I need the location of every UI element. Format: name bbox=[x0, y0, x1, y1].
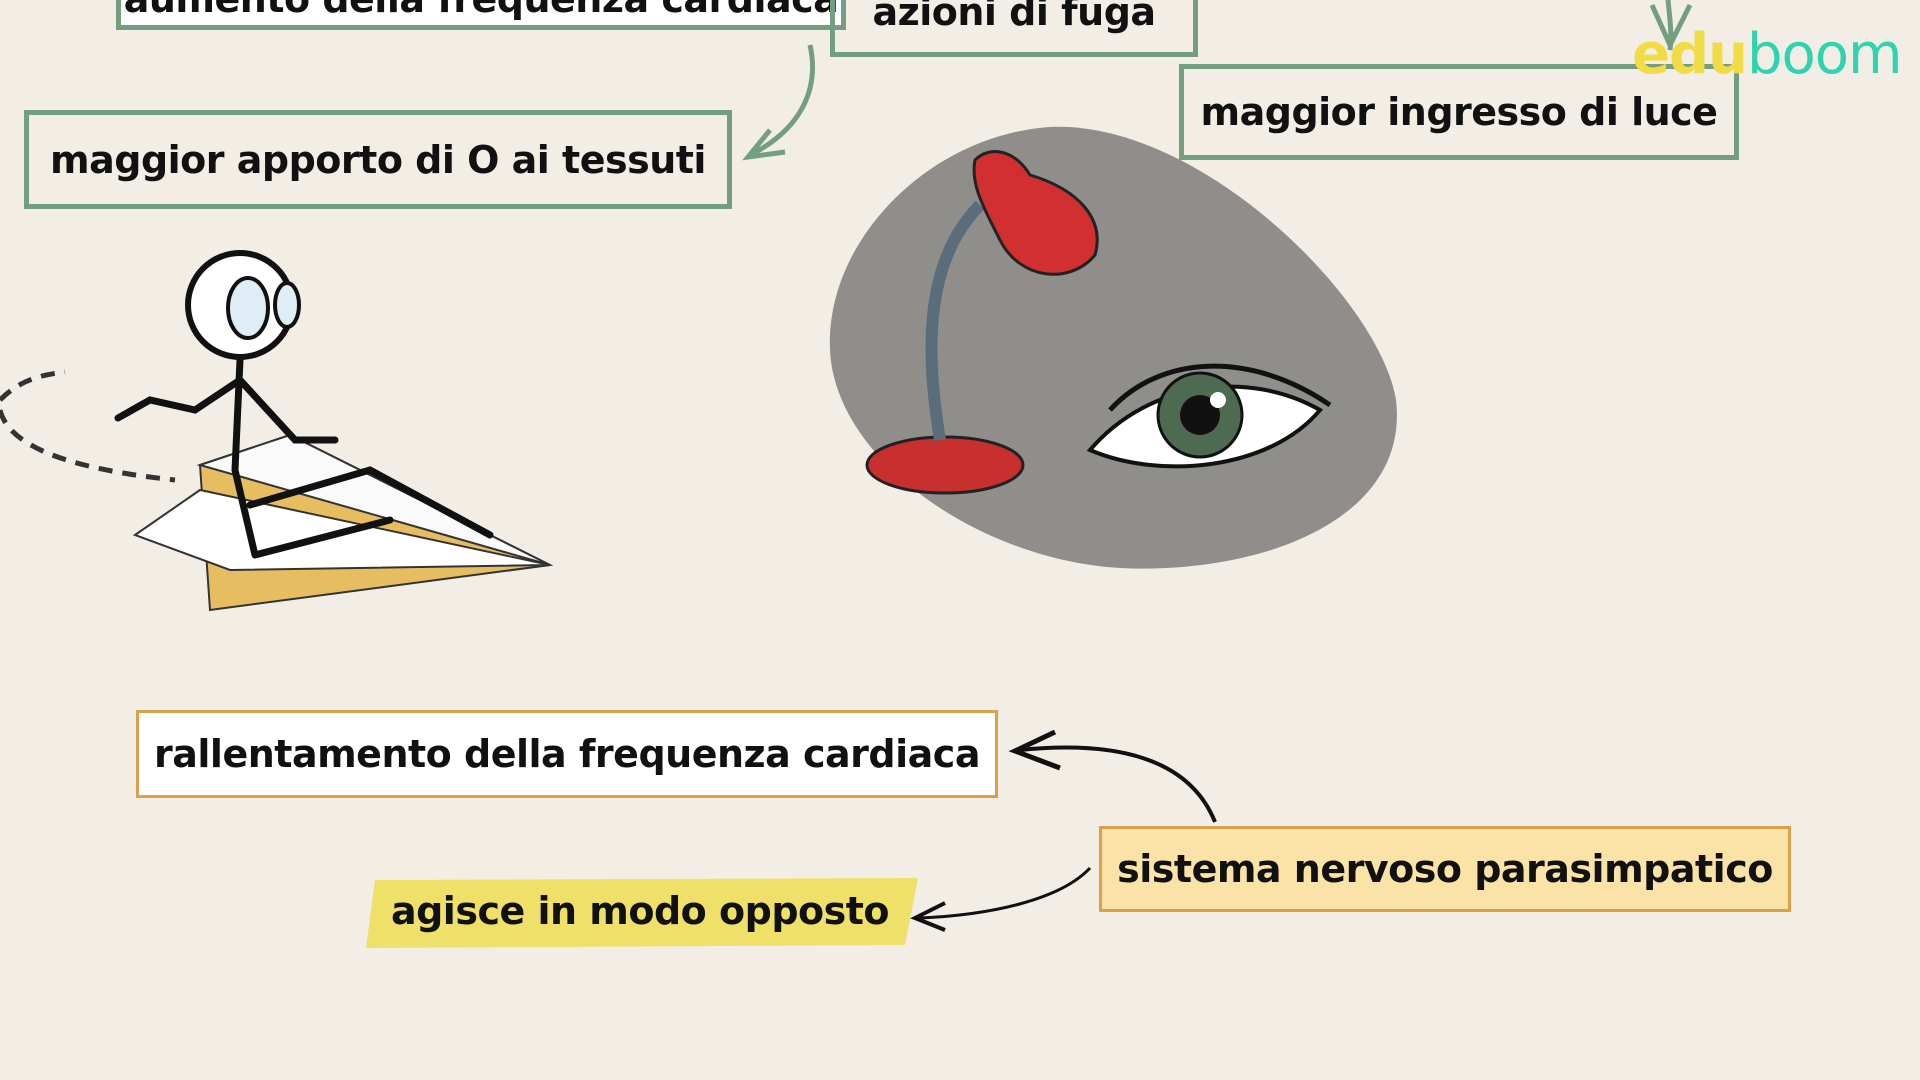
box-azioni-fuga: azioni di fuga bbox=[830, 0, 1198, 57]
logo-edu: edu bbox=[1632, 22, 1748, 87]
green-arrow-right bbox=[1649, 0, 1693, 51]
lamp-head bbox=[972, 150, 1099, 276]
yellow-highlight bbox=[366, 878, 918, 948]
eduboom-logo: eduboom bbox=[1632, 22, 1903, 87]
box-text: rallentamento della frequenza cardiaca bbox=[154, 732, 980, 776]
text-agisce-opposto: agisce in modo opposto bbox=[370, 878, 910, 944]
lamp-base bbox=[865, 435, 1025, 495]
box-parasimpatico: sistema nervoso parasimpatico bbox=[1099, 826, 1791, 912]
box-text: sistema nervoso parasimpatico bbox=[1117, 847, 1773, 891]
box-text: azioni di fuga bbox=[872, 0, 1156, 34]
green-arrow bbox=[748, 44, 815, 158]
lamp-arm bbox=[925, 200, 985, 441]
box-text: maggior ingresso di luce bbox=[1200, 90, 1718, 134]
box-text: agisce in modo opposto bbox=[390, 889, 890, 933]
arrow-to-rallentamento bbox=[1019, 745, 1217, 823]
logo-boom: boom bbox=[1746, 22, 1903, 87]
stick-figure-paper-plane bbox=[0, 250, 554, 612]
box-text: aumento della frequenza cardiaca bbox=[124, 0, 839, 21]
box-apporto-ossigeno: maggior apporto di O ai tessuti bbox=[24, 110, 732, 209]
box-aumento-frequenza: aumento della frequenza cardiaca bbox=[116, 0, 846, 30]
box-ingresso-luce: maggior ingresso di luce bbox=[1179, 64, 1739, 160]
box-rallentamento: rallentamento della frequenza cardiaca bbox=[136, 710, 998, 798]
box-text: maggior apporto di O ai tessuti bbox=[50, 137, 706, 182]
lamp-eye-illustration bbox=[829, 126, 1397, 569]
arrow-to-opposto bbox=[919, 866, 1092, 920]
